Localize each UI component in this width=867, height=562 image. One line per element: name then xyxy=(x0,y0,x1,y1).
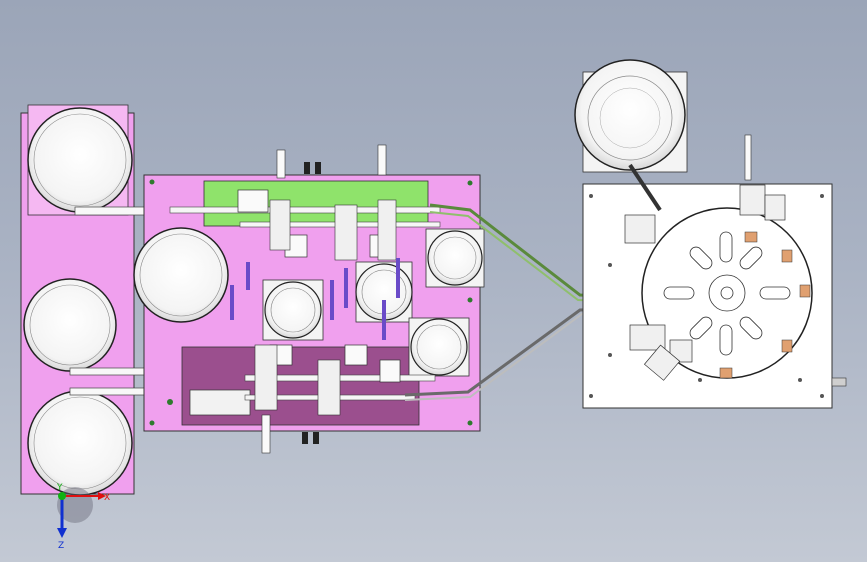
bowl-top-left xyxy=(27,107,133,213)
bowl-bottom-left xyxy=(27,390,133,496)
coordinate-triad: X Y Z xyxy=(56,483,110,551)
axis-z-label: Z xyxy=(58,541,64,551)
left-feeder-frame xyxy=(20,104,251,496)
center-workstation-plate xyxy=(133,144,485,454)
bowl-center-large xyxy=(133,227,229,323)
rotary-station xyxy=(574,59,847,409)
bowl-right-feeder xyxy=(574,59,686,171)
bowl-middle-left xyxy=(23,278,117,372)
axis-x-label: X xyxy=(104,493,110,503)
axis-y-label: Y xyxy=(56,483,63,493)
